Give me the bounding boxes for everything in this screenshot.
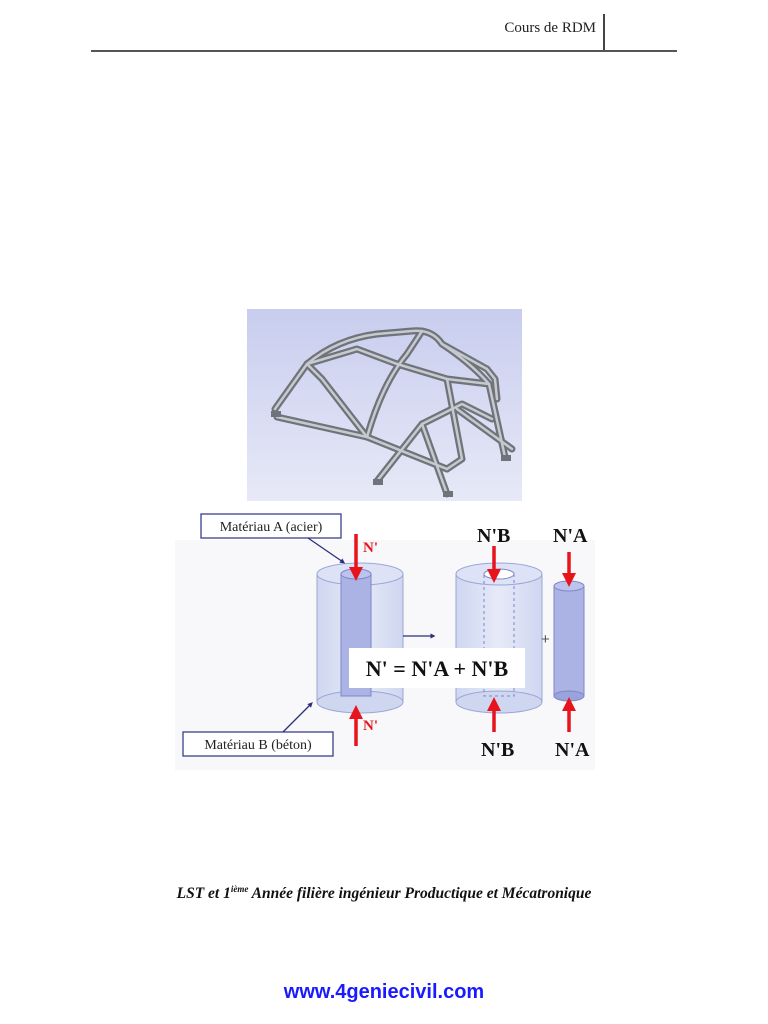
material-b-label: Matériau B (béton) xyxy=(204,738,312,753)
header-rule xyxy=(91,50,677,52)
footer-lead: LST et 1 xyxy=(176,885,231,903)
plus-sign: + xyxy=(541,631,550,648)
roll-cage-image xyxy=(247,309,522,501)
composite-column-diagram: Matériau A (acier) Matériau B (béton) N'… xyxy=(175,512,595,770)
force-label-top-nb: N'B xyxy=(477,525,510,547)
force-label-bottom-n: N' xyxy=(363,718,378,734)
force-label-top-n: N' xyxy=(363,540,378,556)
force-label-bottom-na: N'A xyxy=(555,739,590,761)
header-divider-vertical xyxy=(603,14,605,50)
equation-text: N' = N'A + N'B xyxy=(366,656,509,681)
website-link[interactable]: www.4geniecivil.com xyxy=(283,981,485,1003)
footer-superscript: ième xyxy=(230,884,249,894)
force-label-top-na: N'A xyxy=(553,525,588,547)
footer-rest: Année filière ingénieur Productique et M… xyxy=(248,885,592,903)
force-label-bottom-nb: N'B xyxy=(481,739,514,761)
material-a-label: Matériau A (acier) xyxy=(220,520,323,535)
footer-course-level: LST et 1ième Année filière ingénieur Pro… xyxy=(0,884,768,903)
page-header-title: Cours de RDM xyxy=(504,20,596,36)
